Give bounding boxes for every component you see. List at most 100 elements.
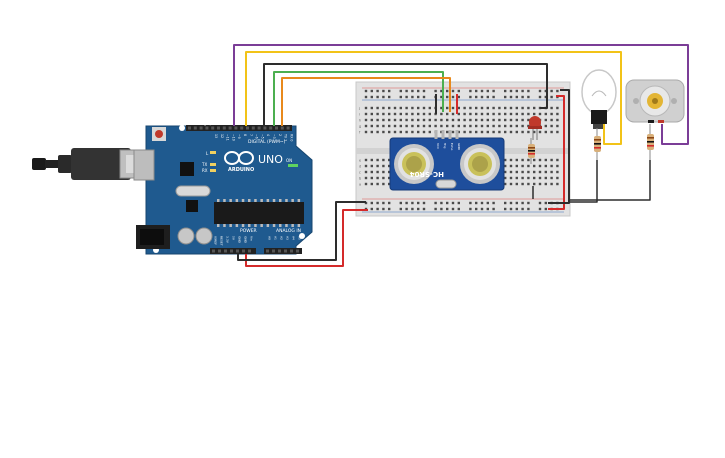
breadboard-hole[interactable] (521, 124, 524, 128)
breadboard-hole[interactable] (538, 95, 542, 99)
breadboard-hole[interactable] (388, 89, 391, 93)
breadboard-hole[interactable] (388, 158, 391, 162)
breadboard-hole[interactable] (422, 118, 426, 122)
breadboard-hole[interactable] (480, 95, 484, 99)
breadboard-hole[interactable] (376, 118, 379, 122)
breadboard-hole[interactable] (428, 130, 431, 134)
bulb-resistor[interactable] (594, 128, 601, 160)
analog-pin[interactable] (290, 249, 293, 253)
breadboard-hole[interactable] (480, 124, 484, 128)
breadboard-hole[interactable] (422, 207, 426, 211)
breadboard-hole[interactable] (457, 112, 460, 116)
breadboard-hole[interactable] (509, 130, 513, 134)
breadboard-hole[interactable] (382, 130, 385, 134)
breadboard-hole[interactable] (411, 118, 414, 122)
breadboard-hole[interactable] (376, 106, 379, 110)
breadboard-hole[interactable] (550, 95, 553, 99)
breadboard-hole[interactable] (446, 118, 449, 122)
breadboard-hole[interactable] (504, 130, 507, 134)
breadboard-hole[interactable] (521, 106, 524, 110)
header-pin[interactable] (199, 126, 203, 130)
breadboard-hole[interactable] (480, 89, 484, 93)
breadboard-hole[interactable] (405, 118, 408, 122)
breadboard-hole[interactable] (515, 130, 518, 134)
breadboard-hole[interactable] (405, 106, 408, 110)
wire-black-top[interactable] (263, 63, 548, 126)
breadboard-hole[interactable] (411, 106, 414, 110)
analog-pin[interactable] (284, 249, 287, 253)
wire-black-rail[interactable] (237, 201, 366, 261)
sensor-pin[interactable] (441, 130, 445, 139)
breadboard-hole[interactable] (376, 89, 379, 93)
breadboard-hole[interactable] (399, 89, 402, 93)
power-pin[interactable] (236, 249, 239, 253)
breadboard-hole[interactable] (376, 182, 379, 186)
breadboard-hole[interactable] (556, 106, 559, 110)
header-pin[interactable] (257, 126, 261, 130)
breadboard-hole[interactable] (440, 130, 443, 134)
breadboard-hole[interactable] (538, 182, 542, 186)
breadboard-hole[interactable] (382, 201, 385, 205)
power-pin[interactable] (224, 249, 227, 253)
breadboard-hole[interactable] (544, 207, 547, 211)
analog-pin[interactable] (278, 249, 281, 253)
breadboard-hole[interactable] (521, 130, 524, 134)
breadboard-hole[interactable] (504, 112, 507, 116)
breadboard-hole[interactable] (382, 118, 385, 122)
breadboard-hole[interactable] (509, 89, 513, 93)
wire-orange[interactable] (281, 77, 451, 126)
breadboard-hole[interactable] (417, 201, 420, 205)
breadboard-hole[interactable] (515, 112, 518, 116)
breadboard-hole[interactable] (382, 164, 385, 168)
breadboard-hole[interactable] (422, 130, 426, 134)
breadboard-hole[interactable] (451, 95, 455, 99)
breadboard-hole[interactable] (399, 106, 402, 110)
breadboard-hole[interactable] (399, 201, 402, 205)
power-pin[interactable] (230, 249, 233, 253)
breadboard-hole[interactable] (382, 207, 385, 211)
breadboard-hole[interactable] (388, 130, 391, 134)
breadboard-hole[interactable] (504, 201, 507, 205)
breadboard-hole[interactable] (509, 118, 513, 122)
breadboard-hole[interactable] (504, 118, 507, 122)
wire-black-motor[interactable] (570, 160, 651, 201)
breadboard-hole[interactable] (550, 89, 553, 93)
breadboard-hole[interactable] (527, 118, 530, 122)
breadboard-hole[interactable] (428, 124, 431, 128)
breadboard-hole[interactable] (370, 207, 373, 211)
breadboard-hole[interactable] (469, 118, 472, 122)
header-pin[interactable] (286, 126, 290, 130)
breadboard-hole[interactable] (440, 95, 443, 99)
sensor-pin[interactable] (448, 130, 452, 139)
breadboard-hole[interactable] (521, 176, 524, 180)
breadboard-hole[interactable] (550, 182, 553, 186)
breadboard-hole[interactable] (515, 170, 518, 174)
breadboard-hole[interactable] (370, 170, 373, 174)
breadboard-hole[interactable] (509, 106, 513, 110)
breadboard-hole[interactable] (417, 89, 420, 93)
breadboard-hole[interactable] (480, 106, 484, 110)
breadboard-hole[interactable] (422, 95, 426, 99)
breadboard-hole[interactable] (382, 106, 385, 110)
breadboard-hole[interactable] (515, 89, 518, 93)
breadboard-hole[interactable] (364, 112, 368, 116)
breadboard-hole[interactable] (457, 95, 460, 99)
breadboard-hole[interactable] (556, 112, 559, 116)
breadboard-hole[interactable] (521, 164, 524, 168)
breadboard-hole[interactable] (486, 130, 489, 134)
breadboard-hole[interactable] (521, 158, 524, 162)
breadboard-hole[interactable] (434, 201, 437, 205)
breadboard-hole[interactable] (370, 89, 373, 93)
breadboard-hole[interactable] (388, 124, 391, 128)
header-pin[interactable] (234, 126, 238, 130)
breadboard-hole[interactable] (388, 164, 391, 168)
breadboard-hole[interactable] (486, 112, 489, 116)
breadboard-hole[interactable] (498, 112, 501, 116)
breadboard-hole[interactable] (515, 106, 518, 110)
breadboard-hole[interactable] (417, 95, 420, 99)
analog-pin[interactable] (266, 249, 269, 253)
breadboard-hole[interactable] (364, 182, 368, 186)
breadboard-hole[interactable] (376, 130, 379, 134)
power-pin[interactable] (212, 249, 215, 253)
breadboard-hole[interactable] (556, 124, 559, 128)
